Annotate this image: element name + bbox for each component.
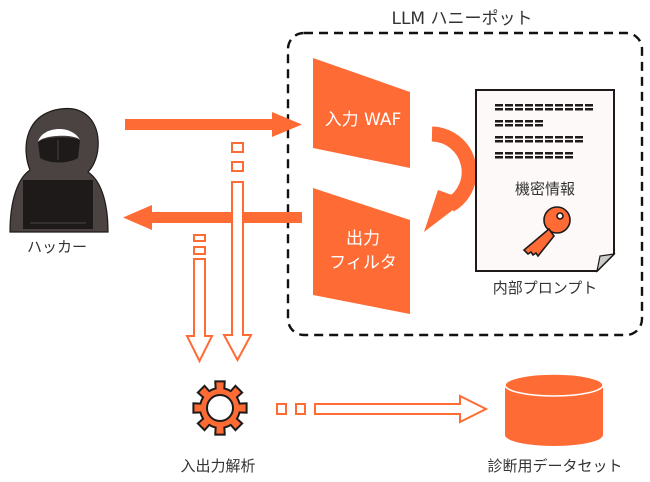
redacted-dash xyxy=(565,136,573,139)
redacted-dash xyxy=(505,124,513,127)
redacted-dash xyxy=(525,108,533,111)
redacted-dash xyxy=(515,124,523,127)
honeypot-title: LLM ハニーポット xyxy=(391,9,533,29)
confidential-info-label: 機密情報 xyxy=(514,180,576,198)
redacted-dash xyxy=(585,104,593,107)
redacted-dash xyxy=(535,152,543,155)
redacted-dash xyxy=(545,140,553,143)
redacted-dash xyxy=(495,156,503,159)
input-waf-label: 入力 WAF xyxy=(324,110,402,130)
redacted-dash xyxy=(555,136,563,139)
redacted-dash xyxy=(515,104,523,107)
redacted-dash xyxy=(505,156,513,159)
redacted-dash xyxy=(535,136,543,139)
arrow-filter-to-hacker xyxy=(123,205,302,230)
redacted-dash xyxy=(545,156,553,159)
redacted-dash xyxy=(495,140,503,143)
document-icon xyxy=(475,89,616,273)
redacted-dash xyxy=(545,136,553,139)
redacted-dash xyxy=(495,104,503,107)
redacted-dash xyxy=(535,124,543,127)
hollow-arrow-output-to-analysis xyxy=(185,234,214,364)
redacted-dash xyxy=(535,120,543,123)
redacted-dash xyxy=(525,136,533,139)
redacted-dash xyxy=(505,140,513,143)
key-icon xyxy=(522,206,571,258)
redacted-dash xyxy=(535,140,543,143)
redacted-dash xyxy=(545,108,553,111)
redacted-dash xyxy=(505,136,513,139)
redacted-text-lines xyxy=(495,104,593,159)
redacted-dash xyxy=(575,140,583,143)
redacted-dash xyxy=(555,104,563,107)
gear-icon xyxy=(192,380,248,436)
redacted-dash xyxy=(585,108,593,111)
redacted-dash xyxy=(565,152,573,155)
laptop xyxy=(23,180,93,229)
redacted-dash xyxy=(565,140,573,143)
hollow-arrow-analysis-to-dataset xyxy=(276,394,489,424)
output-filter-block xyxy=(313,188,410,314)
redacted-dash xyxy=(515,152,523,155)
dataset-label: 診断用データセット xyxy=(487,457,623,475)
redacted-dash xyxy=(535,108,543,111)
redacted-dash xyxy=(515,120,523,123)
redacted-dash xyxy=(565,156,573,159)
redacted-dash xyxy=(575,136,583,139)
redacted-dash xyxy=(525,120,533,123)
redacted-dash xyxy=(515,136,523,139)
redacted-dash xyxy=(535,104,543,107)
hooded-hacker-icon xyxy=(9,108,109,233)
redacted-dash xyxy=(495,124,503,127)
redacted-dash xyxy=(525,140,533,143)
arrow-hacker-to-waf xyxy=(125,112,302,137)
redacted-dash xyxy=(495,108,503,111)
database-icon xyxy=(504,373,604,446)
redacted-dash xyxy=(545,152,553,155)
redacted-dash xyxy=(505,120,513,123)
redacted-dash xyxy=(505,152,513,155)
redacted-dash xyxy=(545,104,553,107)
redacted-dash xyxy=(535,156,543,159)
redacted-dash xyxy=(575,108,583,111)
input-waf-block xyxy=(313,58,410,168)
hacker-label: ハッカー xyxy=(26,238,88,256)
redacted-dash xyxy=(565,104,573,107)
output-filter-label-line2: フィルタ xyxy=(329,253,397,273)
redacted-dash xyxy=(555,140,563,143)
redacted-dash xyxy=(495,136,503,139)
redacted-dash xyxy=(575,104,583,107)
redacted-dash xyxy=(505,104,513,107)
hollow-arrow-input-to-analysis xyxy=(222,142,253,363)
redacted-dash xyxy=(515,156,523,159)
redacted-dash xyxy=(515,108,523,111)
output-filter-label: 出力 フィルタ xyxy=(318,227,408,275)
redacted-dash xyxy=(525,124,533,127)
io-analysis-label: 入出力解析 xyxy=(180,457,256,475)
redacted-dash xyxy=(525,152,533,155)
redacted-dash xyxy=(555,108,563,111)
redacted-dash xyxy=(525,156,533,159)
internal-prompt-label: 内部プロンプト xyxy=(492,279,598,297)
redacted-dash xyxy=(495,120,503,123)
curved-arrow-waf-to-filter xyxy=(424,126,477,232)
redacted-dash xyxy=(555,152,563,155)
redacted-dash xyxy=(525,104,533,107)
redacted-dash xyxy=(495,152,503,155)
redacted-dash xyxy=(515,140,523,143)
redacted-dash xyxy=(565,108,573,111)
redacted-dash xyxy=(505,108,513,111)
output-filter-label-line1: 出力 xyxy=(346,229,380,249)
honeypot-boundary xyxy=(286,31,644,337)
redacted-dash xyxy=(555,156,563,159)
